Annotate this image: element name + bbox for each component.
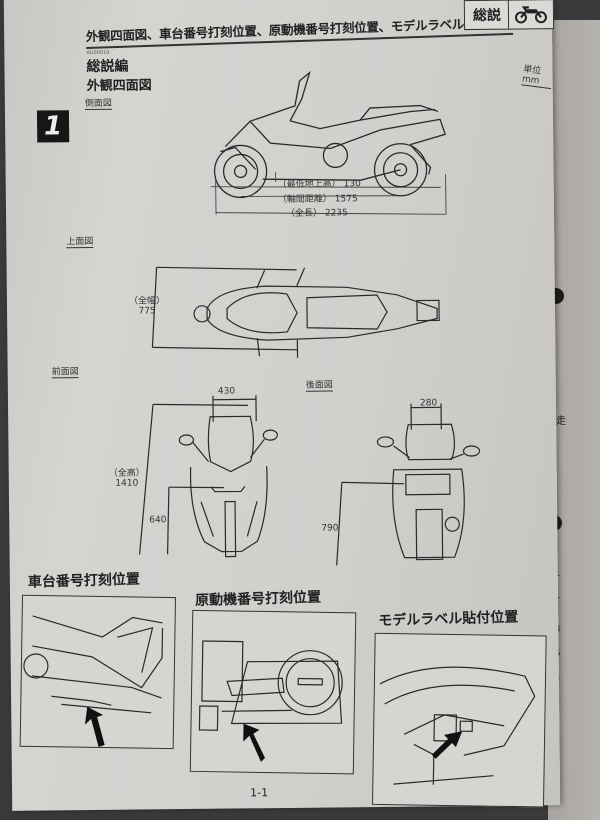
section-number-block: 1 (37, 110, 69, 142)
section-tab-icon-box (508, 0, 554, 30)
engine-number-figure (190, 610, 357, 775)
chapter-title: 総説編 (86, 56, 128, 76)
front-view-scooter-drawing (128, 391, 290, 563)
arrow-icon (432, 731, 462, 759)
model-label-caption: モデルラベル貼付位置 (378, 606, 519, 630)
frame-drawing (21, 596, 175, 748)
section-tab: 総説 (464, 0, 510, 30)
engine-drawing (191, 611, 355, 774)
model-label-figure (372, 633, 547, 808)
section-number: 1 (44, 111, 62, 141)
unit-label: 単位mm (521, 61, 554, 89)
dimension-wheelbase: （軸間距離） 1575 (278, 191, 358, 205)
arrow-icon (243, 724, 266, 762)
page-header-title: 外観四面図、車台番号打刻位置、原動機番号打刻位置、モデルラベル貼付位置 (86, 12, 514, 49)
top-view-label: 上面図 (66, 234, 93, 248)
dimension-min-ground-clearance: （最低地上高） 130 (278, 176, 361, 190)
rear-view-label: 後面図 (306, 377, 333, 391)
top-view-scooter-drawing (146, 256, 457, 369)
side-view-label: 側面図 (85, 96, 112, 110)
adjacent-text: 走 (556, 412, 566, 427)
rear-view-scooter-drawing (333, 399, 495, 571)
motorcycle-icon (514, 5, 548, 23)
arrow-icon (85, 707, 106, 747)
section-tab-label: 総説 (473, 5, 501, 25)
page-number: 1-1 (250, 786, 268, 799)
front-view-label: 前面図 (52, 364, 79, 378)
frame-number-caption: 車台番号打刻位置 (28, 569, 141, 592)
seat-storage-drawing (373, 634, 546, 807)
dimension-overall-length: （全長） 2235 (286, 205, 348, 219)
engine-number-caption: 原動機番号打刻位置 (195, 587, 322, 611)
frame-number-figure (20, 595, 176, 749)
manual-page: 外観四面図、車台番号打刻位置、原動機番号打刻位置、モデルラベル貼付位置 総説 A… (4, 0, 560, 811)
section-title: 外観四面図 (87, 74, 152, 94)
